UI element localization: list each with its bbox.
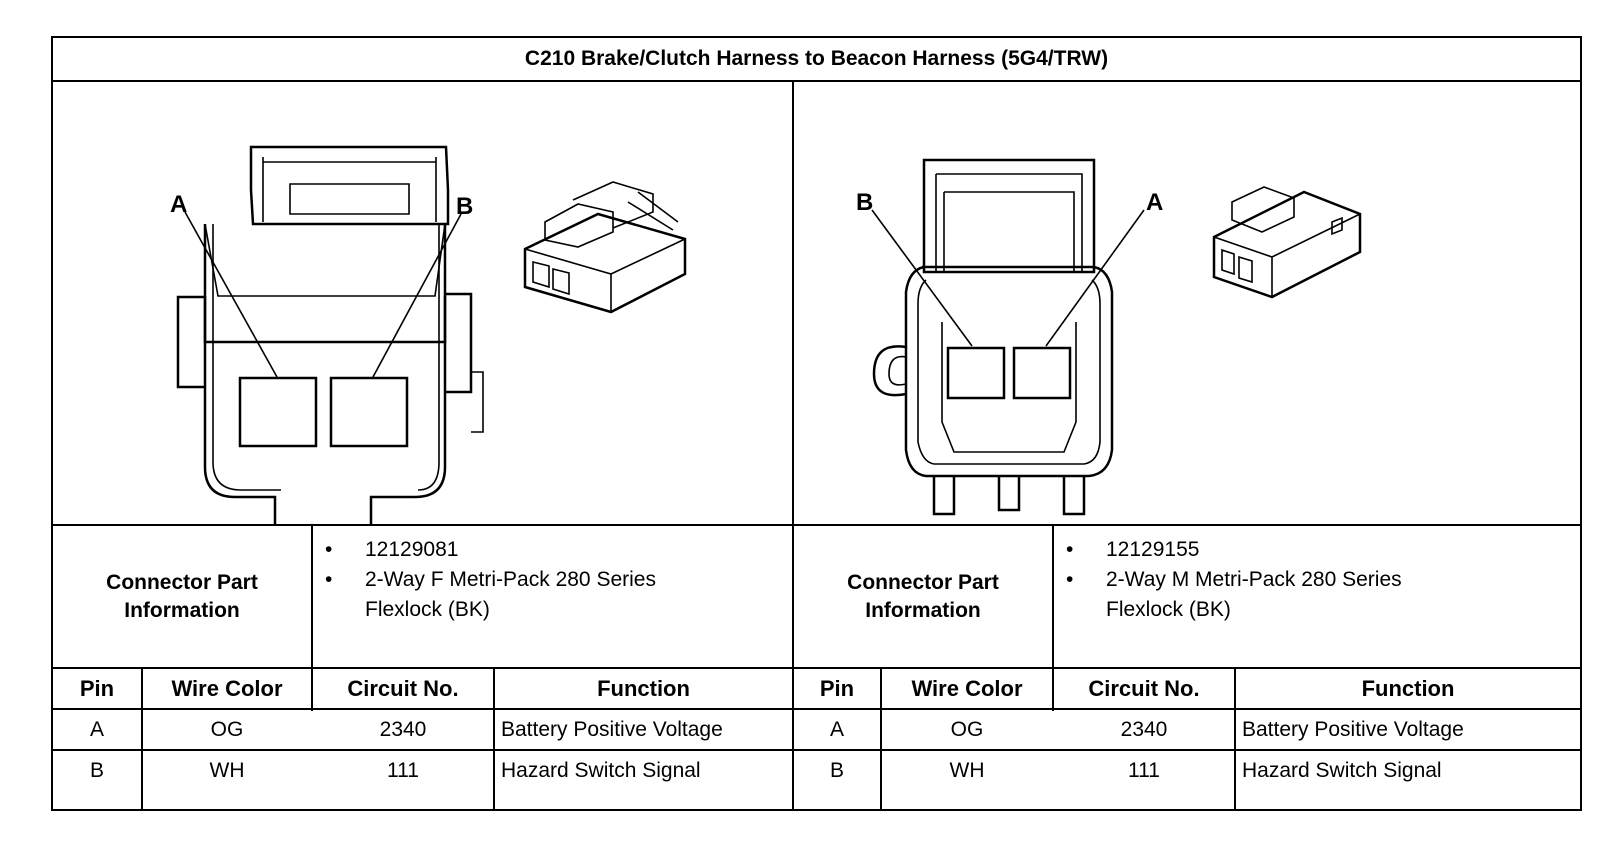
left-side-tab-left	[176, 295, 205, 389]
right-part-info: 12129155 2-Way M Metri-Pack 280 Series F…	[1054, 535, 1580, 625]
left-leader-b	[372, 213, 462, 378]
right-latch-inner	[935, 173, 1083, 272]
right-part-description-line2: Flexlock (BK)	[1106, 598, 1231, 621]
left-part-number: 12129081	[313, 535, 791, 565]
left-part-description-line1: 2-Way F Metri-Pack 280 Series	[365, 568, 656, 591]
left-header-wire-color: Wire Color	[171, 675, 283, 701]
left-connector-iso-view	[523, 181, 687, 314]
left-connector-body	[203, 224, 447, 524]
right-pin-label-b: B	[856, 189, 873, 216]
left-row-a-wire-color: OG	[210, 717, 244, 741]
right-connector-iso-view	[1212, 186, 1362, 299]
right-part-description-line1: 2-Way M Metri-Pack 280 Series	[1106, 568, 1402, 591]
connector-sheet: C210 Brake/Clutch Harness to Beacon Harn…	[51, 36, 1582, 811]
right-part-number: 12129155	[1054, 535, 1580, 565]
right-partinfo-divider	[1052, 524, 1054, 711]
right-foot-center	[997, 476, 1021, 512]
center-divider	[792, 80, 794, 811]
right-body-chamfer	[941, 322, 1077, 453]
right-leader-a	[1045, 209, 1145, 347]
left-part-description: 2-Way F Metri-Pack 280 Series Flexlock (…	[313, 565, 791, 625]
left-side-tab-right-notch	[471, 371, 484, 433]
right-row-a-wire-color: OG	[950, 717, 984, 741]
right-row-b-wire-color: WH	[949, 759, 985, 782]
left-pin-label-a: A	[170, 191, 187, 218]
right-connector-body	[904, 265, 1114, 478]
right-row-b-function: Hazard Switch Signal	[1242, 759, 1442, 782]
left-row-a-function: Battery Positive Voltage	[501, 717, 723, 741]
left-pin-cavity-b	[329, 376, 409, 448]
left-col-line-3	[493, 667, 495, 811]
left-col-line-1	[141, 667, 143, 811]
left-row-b-pin: B	[89, 759, 104, 782]
left-body-inner	[212, 224, 440, 491]
left-row-b-circuit: 111	[387, 759, 419, 782]
right-foot-right	[1062, 476, 1086, 516]
right-connector-face-diagram: B A	[856, 158, 1362, 516]
right-header-circuit-no: Circuit No.	[1088, 675, 1200, 701]
left-shoulder	[204, 223, 446, 297]
left-part-description-line2: Flexlock (BK)	[365, 598, 490, 621]
header-bottom-line	[53, 708, 1580, 710]
left-row-b-function: Hazard Switch Signal	[501, 759, 701, 782]
left-header-function: Function	[597, 675, 690, 701]
left-side-tab-right	[445, 292, 473, 394]
right-header-pin: Pin	[819, 675, 855, 701]
right-row-b-pin: B	[829, 759, 844, 782]
right-body-inner	[917, 279, 1101, 465]
left-part-info-label-line1: Connector Part	[106, 570, 258, 594]
right-pin-cavity-a	[1012, 346, 1072, 400]
left-top-latch	[249, 145, 450, 226]
right-side-boss-inner	[888, 355, 907, 386]
left-header-circuit-no: Circuit No.	[347, 675, 459, 701]
right-leader-b	[871, 209, 973, 347]
left-row-a-pin: A	[89, 717, 104, 741]
right-row-a-circuit: 2340	[1120, 717, 1168, 741]
right-header-function: Function	[1361, 675, 1455, 701]
partinfo-bottom-line	[53, 667, 1580, 669]
left-leader-a	[184, 211, 278, 378]
right-part-description: 2-Way M Metri-Pack 280 Series Flexlock (…	[1054, 565, 1580, 625]
row-a-bottom-line	[53, 749, 1580, 751]
right-foot-left	[932, 476, 956, 516]
right-col-line-3	[1234, 667, 1236, 811]
left-partinfo-divider	[311, 524, 313, 711]
left-part-info-label: Connector Part Information	[53, 526, 311, 667]
left-pin-cavity-a	[238, 376, 318, 448]
left-pin-label-b: B	[456, 193, 473, 220]
right-row-a-pin: A	[829, 717, 844, 741]
left-body-flange	[203, 296, 447, 344]
sheet-title: C210 Brake/Clutch Harness to Beacon Harn…	[53, 38, 1580, 82]
right-row-b-circuit: 111	[1128, 759, 1160, 782]
right-pin-label-a: A	[1146, 189, 1163, 216]
diagram-bottom-line	[53, 524, 1580, 526]
right-side-boss	[872, 345, 907, 397]
right-top-latch	[922, 158, 1096, 274]
right-pin-cavity-b	[946, 346, 1006, 400]
left-latch-window	[289, 183, 410, 215]
left-latch-inner	[262, 157, 437, 222]
right-part-info-label-line2: Information	[865, 598, 981, 622]
right-header-wire-color: Wire Color	[911, 675, 1023, 701]
left-header-pin: Pin	[79, 675, 115, 701]
right-part-info-label: Connector Part Information	[794, 526, 1052, 667]
left-part-info: 12129081 2-Way F Metri-Pack 280 Series F…	[313, 535, 791, 625]
right-col-line-1	[880, 667, 882, 811]
left-connector-face-diagram: A B	[170, 145, 687, 524]
left-row-b-wire-color: WH	[209, 759, 245, 782]
left-part-info-label-line2: Information	[124, 598, 240, 622]
left-row-a-circuit: 2340	[379, 717, 427, 741]
right-row-a-function: Battery Positive Voltage	[1242, 717, 1464, 741]
right-part-info-label-line1: Connector Part	[847, 570, 999, 594]
